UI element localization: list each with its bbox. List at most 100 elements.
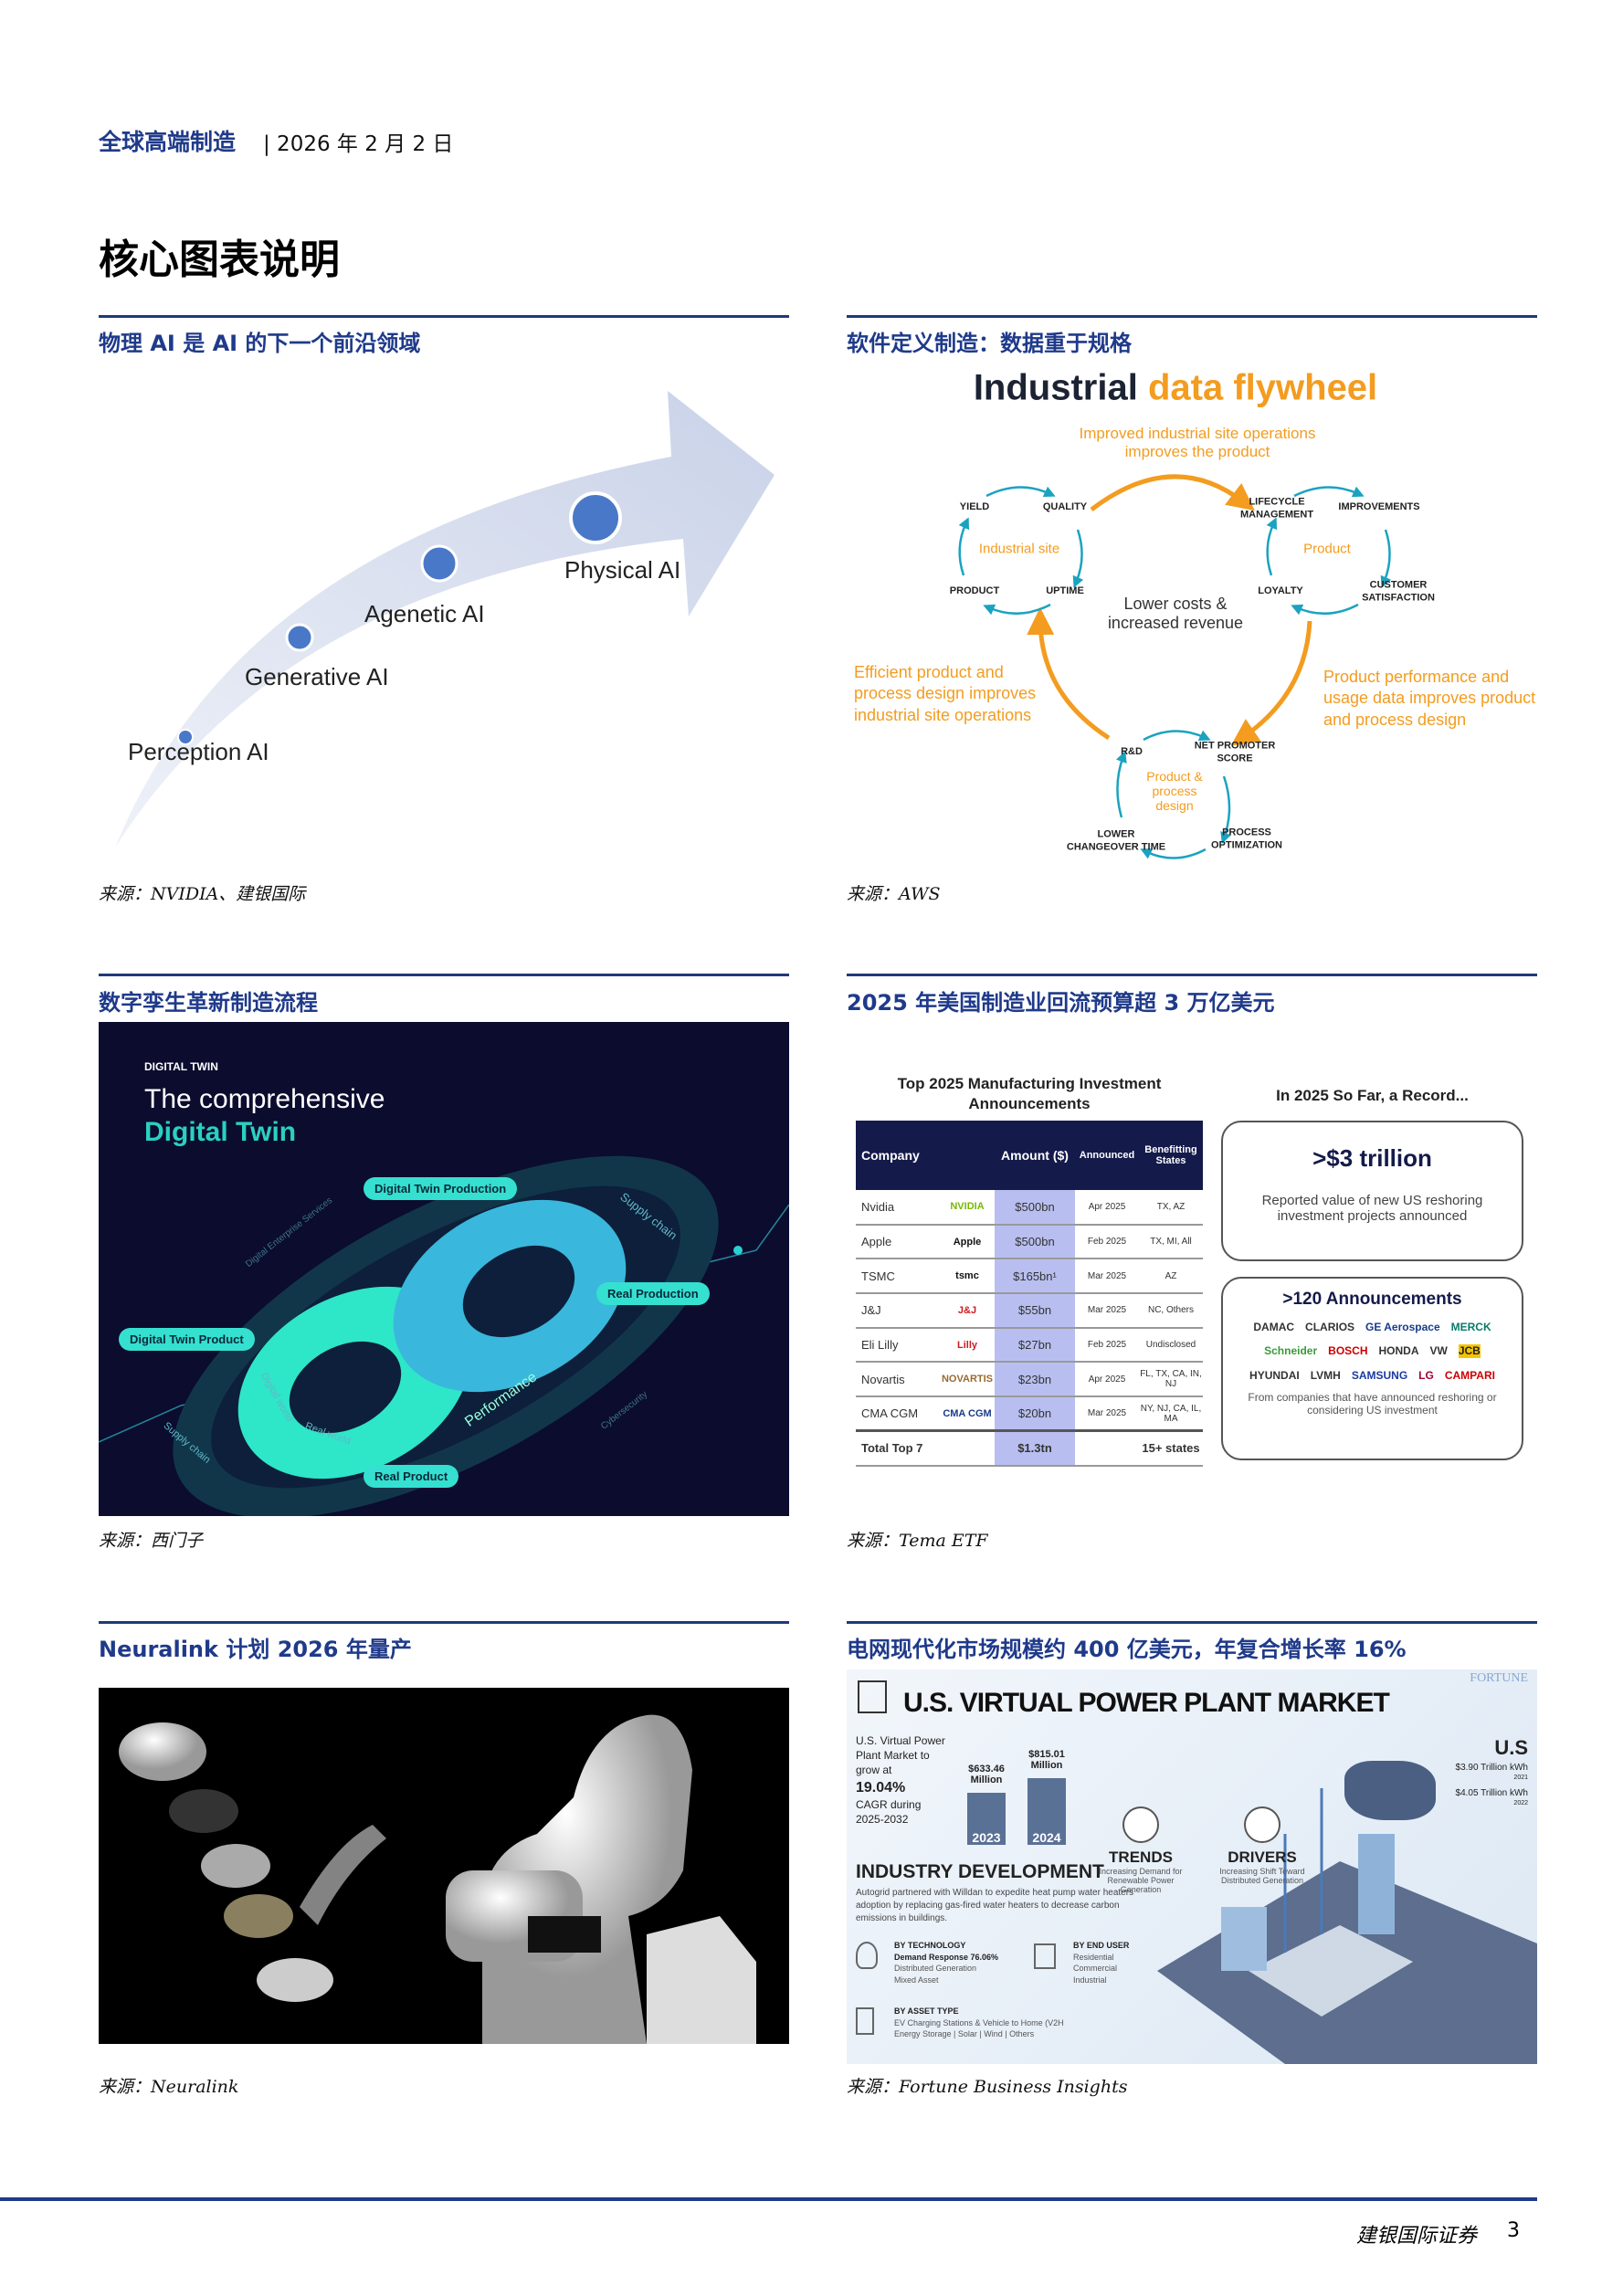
flywheel-node: R&D [1121,746,1143,758]
source-note: 来源：NVIDIA、建银国际 [99,884,306,904]
total-amount: $1.3tn [995,1429,1075,1467]
record-value: >$3 trillion [1312,1144,1432,1172]
chart-title-vpp: 电网现代化市场规模约 400 亿美元，年复合增长率 16% [847,1637,1407,1662]
vpp-bar: 2023 [967,1793,1006,1845]
dt-pill: Digital Twin Product [119,1328,255,1351]
company-logo: HONDA [1378,1344,1419,1358]
vpp-bar-year: 2023 [972,1830,1001,1845]
company-logo: DAMAC [1253,1321,1295,1333]
company-logo: SAMSUNG [1351,1368,1408,1382]
table-row: Nvidia NVIDIA $500bn Apr 2025 TX, AZ [856,1190,1203,1226]
source-note: 来源：Fortune Business Insights [847,2077,1128,2097]
by-asset-type: BY ASSET TYPE EV Charging Stations & Veh… [894,2006,1064,2039]
chart-title-neuralink: Neuralink 计划 2026 年量产 [99,1637,412,1662]
chart-title-reshoring: 2025 年美国制造业回流预算超 3 万亿美元 [847,990,1275,1016]
divider [847,1621,1537,1624]
source-note: 来源：西门子 [99,1531,204,1551]
col-header: Announced [1075,1121,1139,1190]
flywheel-hub: Product [1303,541,1351,557]
company-logo: LVMH [1310,1368,1341,1382]
building-icon [1034,1943,1056,1969]
chart-title-physical-ai: 物理 AI 是 AI 的下一个前沿领域 [99,331,421,356]
states-cell: FL, TX, CA, IN, NJ [1139,1362,1203,1398]
us-map-icon [1344,1761,1436,1820]
page-title: 核心图表说明 [99,237,340,283]
flywheel-hub: Industrial site [978,541,1060,557]
record-title: In 2025 So Far, a Record... [1276,1087,1469,1104]
states-cell: TX, MI, All [1139,1224,1203,1260]
announced-cell: Feb 2025 [1075,1224,1139,1260]
company-cell: Eli Lilly [856,1327,940,1364]
by-end-user: BY END USER Residential Commercial Indus… [1073,1941,1130,1985]
flywheel-top-text: Improved industrial site operations impr… [1079,425,1316,460]
announced-cell: Mar 2025 [1075,1293,1139,1329]
record-desc: Reported value of new US reshoring inves… [1261,1193,1483,1224]
vpp-infographic: U.S. VIRTUAL POWER PLANT MARKET FORTUNE … [847,1669,1537,2064]
announced-cell: Apr 2025 [1075,1362,1139,1398]
table-total-row: Total Top 7 $1.3tn 15+ states [856,1429,1203,1467]
states-cell: AZ [1139,1259,1203,1295]
footer-rule [0,2197,1537,2201]
table-row: Novartis NOVARTIS $23bn Apr 2025 FL, TX,… [856,1362,1203,1398]
dev-title: INDUSTRY DEVELOPMENT [856,1861,1104,1882]
amount-cell: $500bn [995,1190,1075,1226]
total-blank [1075,1429,1139,1467]
vpp-bar-year: 2024 [1032,1830,1061,1845]
trends-icon [1122,1806,1159,1843]
vpp-bar-label: $633.46 Million [968,1764,1005,1786]
neuralink-device-graphic [119,1714,756,2044]
table-row: Eli Lilly Lilly $27bn Feb 2025 Undisclos… [856,1327,1203,1364]
company-logo: GE Aerospace [1365,1321,1440,1333]
company-cell: J&J [856,1293,940,1329]
flywheel-node: QUALITY [1042,501,1088,513]
drivers-icon [1244,1806,1280,1843]
flywheel-node: PROCESS OPTIMIZATION [1210,827,1282,850]
flywheel-node: NET PROMOTER SCORE [1194,740,1276,764]
company-cell: Novartis [856,1362,940,1398]
states-cell: NY, NJ, CA, IL, MA [1139,1396,1203,1432]
digital-twin-graphic [99,1155,789,1516]
company-logo: Schneider [1264,1344,1318,1358]
dt-pill: Digital Twin Production [364,1177,518,1200]
flywheel-left-text: Efficient product and process design imp… [854,663,1037,724]
announcements-title: >120 Announcements [1282,1290,1462,1309]
flywheel-node: YIELD [959,501,990,513]
table-title: Top 2025 Manufacturing Investment Announ… [897,1075,1162,1113]
states-cell: Undisclosed [1139,1327,1203,1364]
announced-cell: Mar 2025 [1075,1259,1139,1295]
drivers-block: DRIVERS Increasing Shift Toward Distribu… [1207,1806,1317,1885]
company-logo: Lilly [940,1327,995,1364]
company-logo: Apple [940,1224,995,1260]
vpp-bar-label: $815.01 Million [1028,1749,1065,1772]
ai-evolution-arrow [115,391,775,848]
page-number: 3 [1507,2219,1520,2242]
amount-cell: $20bn [995,1396,1075,1432]
divider [99,1621,789,1624]
neuralink-robot-image [99,1688,789,2044]
fortune-logo: FORTUNE [1470,1671,1528,1685]
record-value-box: >$3 trillion Reported value of new US re… [1221,1121,1523,1261]
amount-cell: $27bn [995,1327,1075,1364]
digital-twin-image: DIGITAL TWIN The comprehensive Digital T… [99,1022,789,1516]
flywheel-node: LOYALTY [1258,585,1303,597]
company-cell: TSMC [856,1259,940,1295]
amount-cell: $55bn [995,1293,1075,1329]
divider [99,315,789,318]
divider [99,974,789,976]
vpp-graphic [1157,1788,1537,2064]
company-logo: CAMPARI [1444,1368,1495,1382]
lightbulb-icon [856,1942,878,1969]
flywheel-node: LOWER CHANGEOVER TIME [1066,828,1166,852]
vpp-heading: U.S. VIRTUAL POWER PLANT MARKET [903,1688,1390,1718]
flywheel-node: PRODUCT [949,585,1000,597]
chart-title-flywheel: 软件定义制造：数据重于规格 [847,331,1132,356]
flywheel-node: CUSTOMER SATISFACTION [1362,579,1435,603]
company-logo: tsmc [940,1259,995,1295]
by-technology: BY TECHNOLOGY Demand Response 76.06% Dis… [894,1941,999,1985]
dt-pill: Real Product [364,1465,459,1488]
col-header: Amount ($) [995,1121,1075,1190]
company-logo: CMA CGM [940,1396,995,1432]
vpp-bar: 2024 [1028,1778,1066,1845]
company-logo: CLARIOS [1305,1321,1355,1333]
